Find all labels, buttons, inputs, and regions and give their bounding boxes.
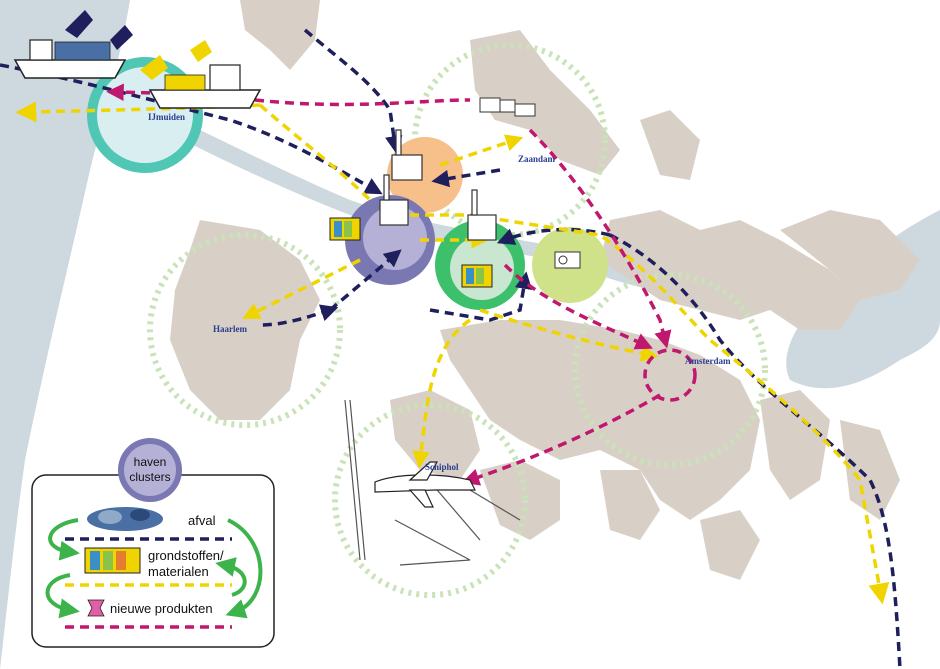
legend: haven clusters afval grondstoffen/ mater… bbox=[31, 438, 275, 648]
legend-title-line1: haven bbox=[134, 455, 167, 469]
office-building-icon bbox=[479, 97, 536, 117]
legend-afval-label: afval bbox=[188, 513, 216, 528]
legend-produkten-label: nieuwe produkten bbox=[110, 601, 213, 616]
office-building-icon bbox=[554, 251, 581, 269]
factory-icon bbox=[379, 129, 497, 241]
cycle-arrows bbox=[45, 518, 263, 619]
material-flows bbox=[15, 101, 890, 605]
material-stack-icon bbox=[461, 264, 493, 288]
cluster-westhaven-inner bbox=[363, 206, 427, 270]
city-label-zaandam: Zaandam bbox=[518, 154, 556, 164]
material-stack-icon bbox=[329, 217, 361, 241]
waste-pile-icon bbox=[87, 507, 163, 531]
city-label-haarlem: Haarlem bbox=[213, 324, 247, 334]
ship-icon bbox=[13, 10, 133, 79]
product-icon bbox=[87, 599, 105, 617]
airplane-icon bbox=[374, 461, 476, 508]
urban-areas bbox=[170, 0, 920, 580]
city-label-amsterdam: Amsterdam bbox=[685, 356, 731, 366]
city-label-ijmuiden: IJmuiden bbox=[148, 112, 185, 122]
airport-runways bbox=[344, 399, 521, 566]
city-label-schiphol: Schiphol bbox=[425, 462, 459, 472]
material-stack-icon bbox=[84, 547, 141, 574]
north-sea bbox=[0, 0, 130, 669]
legend-grondstoffen-line2: materialen bbox=[148, 564, 209, 579]
ship-icon bbox=[140, 40, 262, 109]
legend-title-line2: clusters bbox=[129, 470, 170, 484]
legend-grondstoffen-line1: grondstoffen/ bbox=[148, 548, 224, 563]
